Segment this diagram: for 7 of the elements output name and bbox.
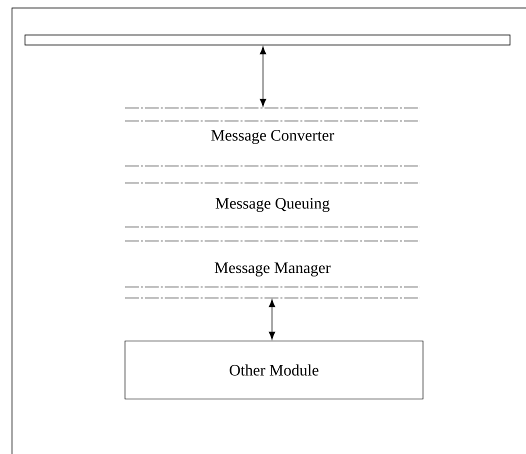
layer-label: Message Manager (214, 262, 331, 276)
layer-label: Message Queuing (216, 198, 330, 212)
double-arrow (268, 299, 276, 340)
module-box: Other Module (124, 340, 424, 400)
bus-bar (24, 34, 510, 46)
double-arrow (260, 46, 266, 107)
layer-label: Message Converter (211, 130, 334, 144)
